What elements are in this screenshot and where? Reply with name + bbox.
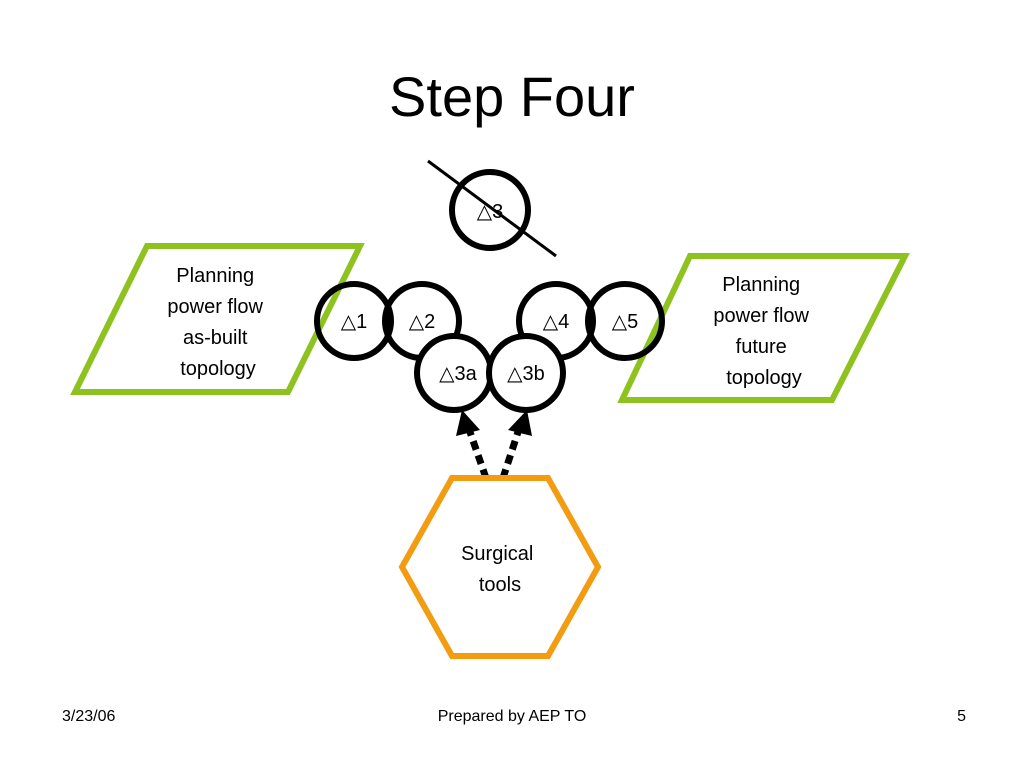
removed-delta-3-circle bbox=[449, 169, 531, 251]
right-arrowhead-icon bbox=[508, 410, 532, 436]
surgical-tools-line-2: tools bbox=[479, 574, 521, 596]
delta-5-circle bbox=[585, 281, 665, 361]
as-built-line-4: topology bbox=[180, 358, 256, 380]
surgical-tools-label: Surgical tools bbox=[461, 543, 539, 596]
delta-1-label: △1 bbox=[341, 311, 368, 333]
right-dotted-arrow bbox=[499, 430, 522, 480]
removed-delta-3-label: △3 bbox=[477, 201, 504, 223]
as-built-line-1: Planning bbox=[176, 265, 254, 287]
surgical-tools-line-1: Surgical bbox=[461, 543, 533, 565]
delta-3a-label: △3a bbox=[439, 363, 478, 385]
future-line-4: topology bbox=[726, 367, 802, 389]
future-line-1: Planning bbox=[722, 274, 800, 296]
as-built-topology-label: Planning power flow as-built topology bbox=[167, 265, 268, 380]
future-line-3: future bbox=[736, 336, 787, 358]
delta-2-label: △2 bbox=[409, 311, 436, 333]
as-built-line-3: as-built bbox=[183, 327, 248, 349]
surgical-tools-hexagon bbox=[398, 475, 602, 659]
future-line-2: power flow bbox=[713, 305, 809, 327]
left-dotted-arrow bbox=[466, 430, 490, 480]
slide-title: Step Four bbox=[389, 65, 635, 128]
future-topology-label: Planning power flow future topology bbox=[713, 274, 814, 389]
delta-5-label: △5 bbox=[612, 311, 639, 333]
footer-prepared-by: Prepared by AEP TO bbox=[437, 708, 587, 725]
as-built-topology-box bbox=[70, 243, 365, 395]
delta-3b-circle bbox=[486, 333, 566, 413]
strike-through-line-icon bbox=[427, 159, 557, 258]
left-arrowhead-icon bbox=[456, 410, 480, 436]
delta-1-circle bbox=[314, 281, 394, 361]
as-built-line-2: power flow bbox=[167, 296, 263, 318]
delta-4-label: △4 bbox=[543, 311, 570, 333]
delta-3b-label: △3b bbox=[507, 363, 545, 385]
footer-page-number: 5 bbox=[957, 708, 966, 725]
footer-date: 3/23/06 bbox=[62, 708, 116, 725]
